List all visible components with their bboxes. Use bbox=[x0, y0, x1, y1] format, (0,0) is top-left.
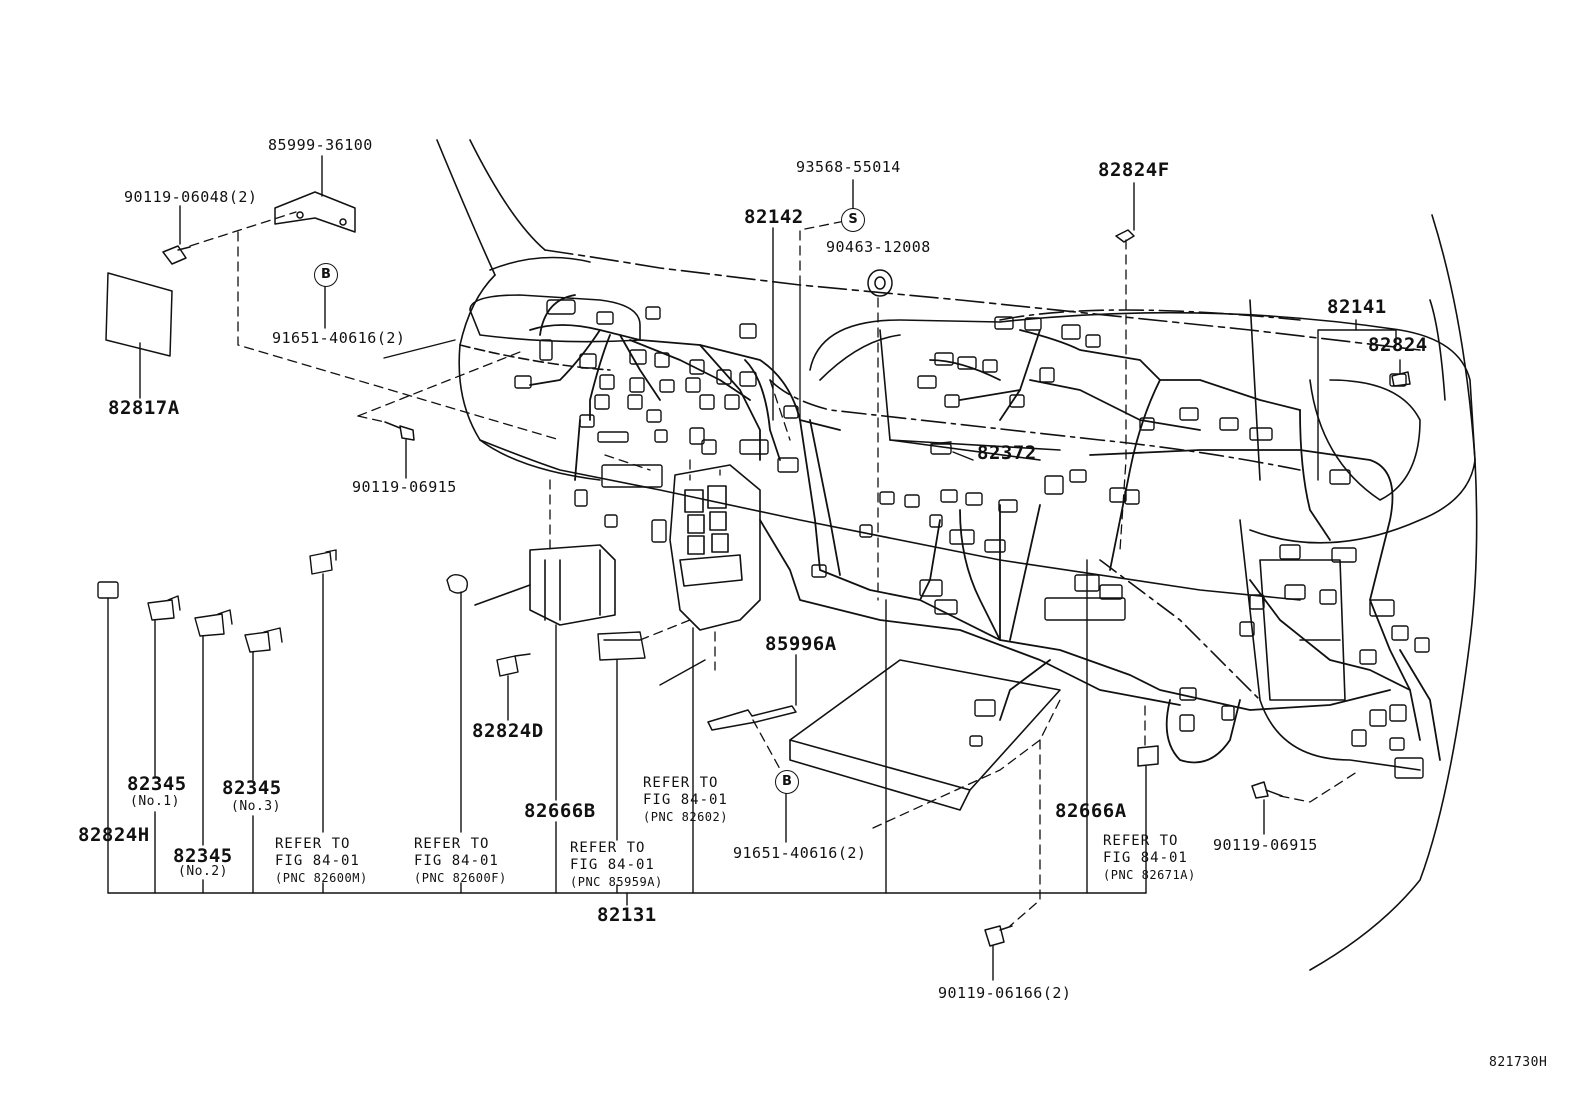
part-label-82666b: 82666B bbox=[524, 800, 596, 822]
marker-b-top: B bbox=[314, 263, 338, 287]
part-label-90463-12008: 90463-12008 bbox=[826, 238, 931, 256]
refer-note-82600f: REFER TO FIG 84-01 (PNC 82600F) bbox=[414, 836, 507, 887]
refer-note-85959a: REFER TO FIG 84-01 (PNC 85959A) bbox=[570, 840, 663, 891]
refer-note-pnc: (PNC 82600F) bbox=[414, 871, 507, 885]
refer-note-line2: FIG 84-01 bbox=[643, 792, 728, 808]
part-label-91651-40616-bottom: 91651-40616(2) bbox=[733, 844, 867, 862]
refer-note-82602: REFER TO FIG 84-01 (PNC 82602) bbox=[643, 775, 728, 826]
part-label-82345-no3: 82345 bbox=[222, 777, 282, 799]
part-label-90119-06166: 90119-06166(2) bbox=[938, 984, 1072, 1002]
part-label-82824: 82824 bbox=[1368, 334, 1428, 356]
refer-note-line1: REFER TO bbox=[414, 836, 490, 852]
marker-s: S bbox=[841, 208, 865, 232]
part-label-82345-no3-sub: (No.3) bbox=[231, 799, 281, 814]
part-label-82345-no2: 82345 bbox=[173, 845, 233, 867]
part-label-93568-55014: 93568-55014 bbox=[796, 158, 901, 176]
part-label-82824d: 82824D bbox=[472, 720, 544, 742]
connectors bbox=[514, 299, 1430, 779]
figure-code: 821730H bbox=[1489, 1055, 1548, 1070]
refer-note-line2: FIG 84-01 bbox=[414, 853, 499, 869]
part-label-91651-40616-top: 91651-40616(2) bbox=[272, 329, 406, 347]
part-label-82817a: 82817A bbox=[108, 397, 180, 419]
part-label-82345-no1-sub: (No.1) bbox=[130, 794, 180, 809]
part-label-82142: 82142 bbox=[744, 206, 804, 228]
part-label-82141: 82141 bbox=[1327, 296, 1387, 318]
refer-note-line1: REFER TO bbox=[1103, 833, 1179, 849]
part-label-82824h: 82824H bbox=[78, 824, 150, 846]
part-label-90119-06048: 90119-06048(2) bbox=[124, 188, 258, 206]
relays-and-fuses bbox=[97, 549, 646, 677]
part-label-82372: 82372 bbox=[977, 442, 1037, 464]
refer-note-pnc: (PNC 82600M) bbox=[275, 871, 368, 885]
part-label-85999-36100: 85999-36100 bbox=[268, 136, 373, 154]
part-label-90119-06915-right: 90119-06915 bbox=[1213, 836, 1318, 854]
refer-note-pnc: (PNC 85959A) bbox=[570, 875, 663, 889]
relay-block-82666b bbox=[474, 544, 616, 626]
refer-note-line2: FIG 84-01 bbox=[275, 853, 360, 869]
part-label-90119-06915-left: 90119-06915 bbox=[352, 478, 457, 496]
refer-note-pnc: (PNC 82671A) bbox=[1103, 868, 1196, 882]
refer-note-line2: FIG 84-01 bbox=[1103, 850, 1188, 866]
marker-b-bottom: B bbox=[775, 770, 799, 794]
part-label-82345-no1: 82345 bbox=[127, 773, 187, 795]
refer-note-line2: FIG 84-01 bbox=[570, 857, 655, 873]
refer-note-line1: REFER TO bbox=[570, 840, 646, 856]
dashed-guides bbox=[189, 211, 1361, 927]
hardware bbox=[105, 191, 1411, 947]
part-label-82345-no2-sub: (No.2) bbox=[178, 864, 228, 879]
part-label-82824f: 82824F bbox=[1098, 159, 1170, 181]
leader-lines bbox=[107, 155, 1401, 981]
refer-note-82600m: REFER TO FIG 84-01 (PNC 82600M) bbox=[275, 836, 368, 887]
junction-block bbox=[669, 464, 761, 631]
refer-note-pnc: (PNC 82602) bbox=[643, 810, 728, 824]
refer-note-line1: REFER TO bbox=[275, 836, 351, 852]
instrument-panel-outline bbox=[436, 139, 1478, 971]
part-label-82131: 82131 bbox=[597, 904, 657, 926]
refer-note-line1: REFER TO bbox=[643, 775, 719, 791]
part-label-85996a: 85996A bbox=[765, 633, 837, 655]
refer-note-82671a: REFER TO FIG 84-01 (PNC 82671A) bbox=[1103, 833, 1196, 884]
part-label-82666a: 82666A bbox=[1055, 800, 1127, 822]
